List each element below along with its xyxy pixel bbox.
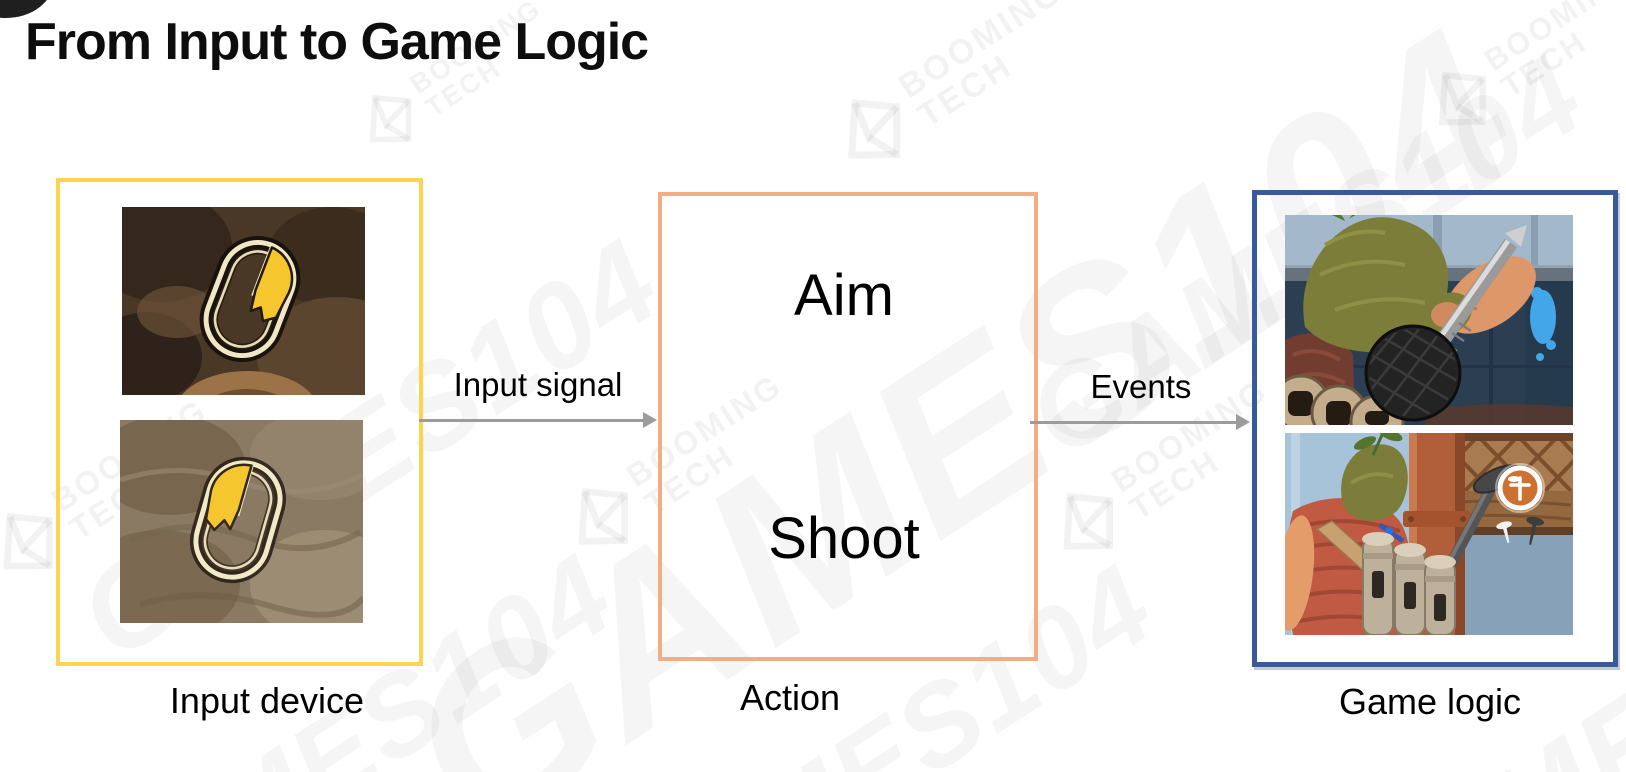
action-box xyxy=(658,192,1038,661)
input-device-box xyxy=(56,178,423,666)
mouse-right-button-prompt-image xyxy=(122,207,365,395)
booming-tech-logo-icon xyxy=(1063,493,1114,550)
arrow-input-signal-head xyxy=(643,412,657,428)
arrow-events-head xyxy=(1236,414,1250,430)
action-caption: Action xyxy=(739,677,841,718)
arrow-events-label: Events xyxy=(1090,368,1192,405)
booming-tech-logo-icon xyxy=(848,99,901,159)
character-aiming-nail-image xyxy=(1285,215,1573,425)
character-shooting-nail-image xyxy=(1285,433,1573,635)
page-title: From Input to Game Logic xyxy=(25,13,649,71)
action-shoot-label: Shoot xyxy=(768,506,920,571)
input-device-caption: Input device xyxy=(169,680,365,721)
booming-tech-logo-icon xyxy=(578,488,629,545)
arrow-input-signal xyxy=(419,419,645,422)
booming-tech-logo-icon xyxy=(1438,71,1486,126)
booming-tech-logo-icon xyxy=(369,94,412,143)
game-logic-box xyxy=(1252,190,1618,667)
arrow-input-signal-label: Input signal xyxy=(453,366,623,403)
action-aim-label: Aim xyxy=(794,263,894,328)
mouse-left-button-prompt-image xyxy=(120,420,363,623)
game-logic-caption: Game logic xyxy=(1338,681,1522,722)
arrow-events xyxy=(1030,421,1238,424)
